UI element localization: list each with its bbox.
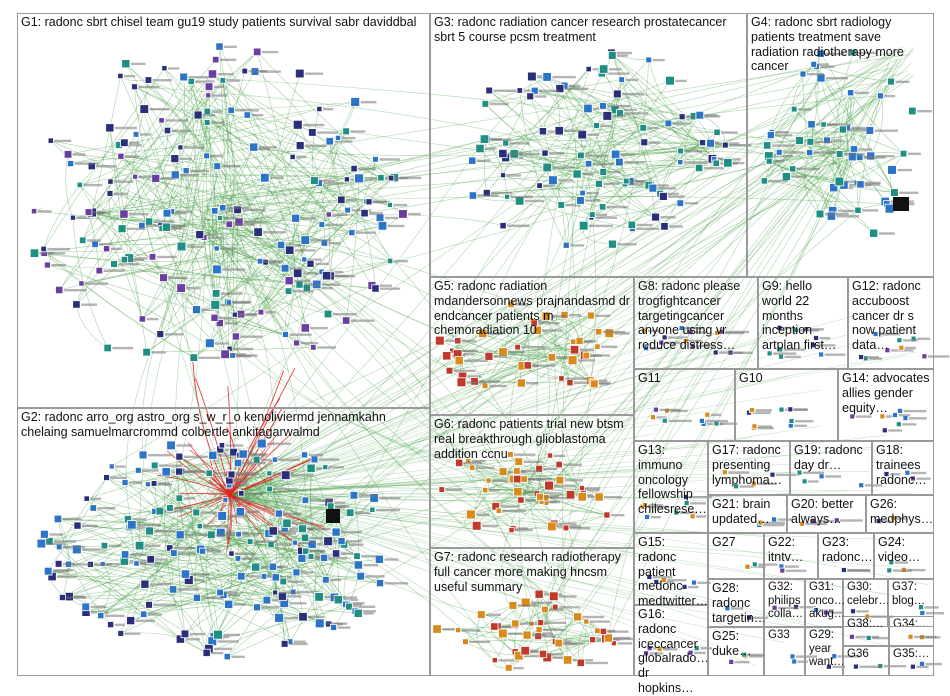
group-label: G8: radonc please trogfightcancer target… [638, 279, 755, 353]
group-label: G19: radonc day dr… [794, 443, 869, 473]
group-g6: G6: radonc patients trial new btsm real … [430, 415, 634, 548]
group-g22: G22: itntv… [764, 533, 818, 579]
group-label: G13: immuno oncology fellowship chilesre… [638, 443, 705, 517]
group-g32: G32: philips colla… [764, 579, 805, 627]
group-label: G32: philips colla… [768, 581, 802, 622]
group-label: G2: radonc arro_org astro_org s_w_r_o ke… [21, 410, 427, 440]
group-label: G28: radonc targetin… [712, 581, 761, 625]
group-g9: G9: hello world 22 months inception artp… [758, 277, 848, 369]
group-g27: G27 [708, 533, 764, 579]
group-g23: G23: radonc… [818, 533, 874, 579]
group-g26: G26: medphys… [866, 495, 934, 533]
group-label: G17: radonc presenting lymphoma… [712, 443, 787, 487]
group-label: G31: onco… akug… [809, 581, 840, 622]
group-g36: G36 [843, 646, 889, 676]
group-label: G30: celebr… [847, 581, 885, 608]
group-g24: G24: video… [874, 533, 934, 579]
group-label: G29: year want… [809, 629, 840, 670]
group-g14: G14: advocates allies gender equity… [838, 369, 934, 441]
group-g7: G7: radonc research radiotherapy full ca… [430, 548, 634, 676]
group-g12: G12: radonc accuboost cancer dr s now pa… [848, 277, 934, 369]
group-g4: G4: radonc sbrt radiology patients treat… [747, 13, 934, 277]
group-g3: G3: radonc radiation cancer research pro… [430, 13, 747, 277]
group-label: G16: radonc iceccancer globalrado… dr ho… [638, 607, 705, 696]
group-g20: G20: better always… [787, 495, 866, 533]
group-g10: G10 [735, 369, 838, 441]
group-g8: G8: radonc please trogfightcancer target… [634, 277, 758, 369]
group-label: G36 [847, 648, 886, 662]
group-label: G4: radonc sbrt radiology patients treat… [751, 15, 931, 74]
group-label: G33 [768, 629, 802, 643]
group-g2: G2: radonc arro_org astro_org s_w_r_o ke… [17, 408, 430, 676]
group-label: G27 [712, 535, 761, 550]
group-g17: G17: radonc presenting lymphoma… [708, 441, 790, 495]
group-label: G21: brain updated… [712, 497, 784, 527]
group-g13: G13: immuno oncology fellowship chilesre… [634, 441, 708, 533]
group-label: G37: blog… [892, 581, 931, 608]
group-label: G14: advocates allies gender equity… [842, 371, 931, 415]
group-g28: G28: radonc targetin… [708, 579, 764, 627]
group-g19: G19: radonc day dr… [790, 441, 872, 495]
group-g1: G1: radonc sbrt chisel team gu19 study p… [17, 13, 430, 408]
group-g15: G15: radonc patient medonc medtwitter… [634, 533, 708, 605]
group-g37: G37: blog… [888, 579, 934, 627]
group-g31: G31: onco… akug… [805, 579, 843, 627]
group-g21: G21: brain updated… [708, 495, 787, 533]
group-label: G7: radonc research radiotherapy full ca… [434, 550, 631, 594]
group-label: G38:… [847, 618, 886, 632]
group-label: G35:… [893, 648, 931, 662]
group-label: G6: radonc patients trial new btsm real … [434, 417, 631, 461]
group-g18: G18: trainees radonc… [872, 441, 934, 495]
group-label: G11 [638, 371, 732, 386]
group-g33: G33 [764, 627, 805, 676]
group-g38: G38:… [843, 616, 889, 646]
group-label: G10 [739, 371, 835, 386]
group-label: G15: radonc patient medonc medtwitter… [638, 535, 705, 609]
group-g11: G11 [634, 369, 735, 441]
group-label: G24: video… [878, 535, 931, 565]
group-g29: G29: year want… [805, 627, 843, 676]
group-label: G18: trainees radonc… [876, 443, 931, 487]
group-g35: G35:… [889, 646, 934, 676]
group-label: G3: radonc radiation cancer research pro… [434, 15, 744, 45]
group-g25: G25: duke… [708, 627, 764, 676]
group-label: G9: hello world 22 months inception artp… [762, 279, 845, 353]
group-label: G12: radonc accuboost cancer dr s now pa… [852, 279, 931, 353]
group-label: G23: radonc… [822, 535, 871, 565]
group-label: G20: better always… [791, 497, 863, 527]
group-label: G22: itntv… [768, 535, 815, 565]
group-g5: G5: radonc radiation mdandersonnews praj… [430, 277, 634, 415]
group-label: G5: radonc radiation mdandersonnews praj… [434, 279, 631, 338]
group-label: G1: radonc sbrt chisel team gu19 study p… [21, 15, 427, 30]
group-label: G26: medphys… [870, 497, 931, 527]
group-g16: G16: radonc iceccancer globalrado… dr ho… [634, 605, 708, 676]
group-label: G25: duke… [712, 629, 761, 659]
